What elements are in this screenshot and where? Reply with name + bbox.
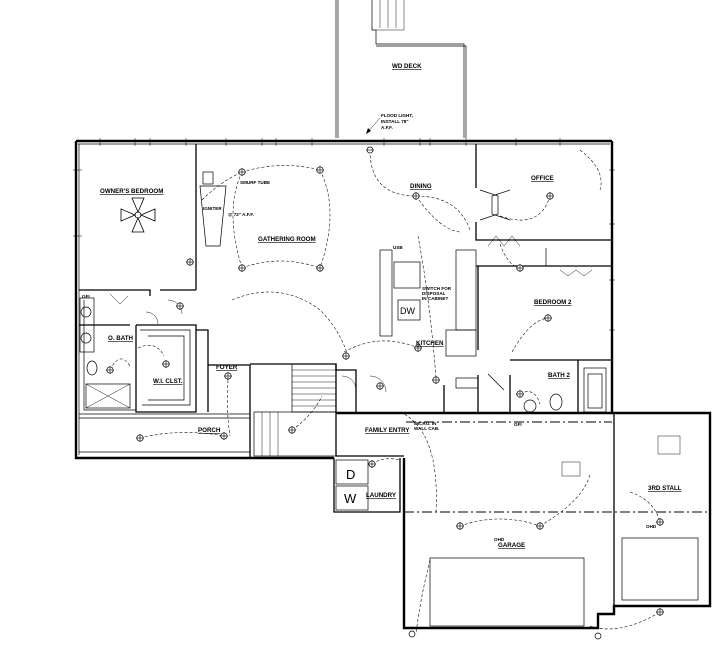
fixtures — [79, 171, 607, 511]
light-fixture — [106, 366, 114, 374]
doors — [109, 189, 593, 393]
interior-walls — [79, 144, 615, 606]
label-owners-bedroom: OWNER'S BEDROOM — [100, 188, 163, 195]
label-wi-clst: W.I. CLST. — [153, 378, 183, 385]
light-fixture — [432, 376, 440, 384]
note-flood-light-1: FLOOD LIGHT, — [381, 113, 413, 118]
note-flood-light-2: INSTALL 78" — [381, 119, 409, 124]
light-fixture — [224, 372, 232, 380]
light-fixture — [414, 344, 422, 352]
light-fixture — [376, 382, 384, 390]
light-fixtures — [106, 146, 664, 640]
porch-rail — [79, 413, 250, 453]
stairs — [253, 363, 337, 457]
label-washer: W — [344, 491, 357, 506]
label-bedroom-2: BEDROOM 2 — [534, 299, 572, 306]
note-gfi-obath: GFI — [82, 294, 90, 299]
note-micro-2: WALL CAB. — [414, 426, 439, 431]
light-fixture — [186, 258, 194, 266]
label-gathering-room: GATHERING ROOM — [258, 236, 316, 243]
light-fixture — [656, 518, 664, 526]
label-wd-deck: WD DECK — [392, 63, 422, 70]
light-fixture — [136, 434, 144, 442]
light-fixture — [176, 302, 184, 310]
note-ohd-3rd-stall: OHD — [646, 524, 657, 529]
light-fixture — [544, 314, 552, 322]
light-fixture — [316, 166, 324, 174]
note-gfi-bath2: GFI — [514, 422, 522, 427]
exterior-light — [408, 630, 416, 638]
note-aff-72: @ 72" A.F.F. — [228, 212, 254, 217]
light-fixture — [412, 192, 420, 200]
label-dining: DINING — [410, 183, 432, 190]
label-o-bath: O. BATH — [108, 335, 134, 342]
light-fixture — [366, 146, 374, 154]
label-office: OFFICE — [531, 175, 554, 182]
windows — [73, 138, 615, 331]
label-laundry: LAUNDRY — [366, 492, 397, 499]
light-fixture — [238, 168, 246, 176]
exterior-walls — [74, 139, 712, 630]
exterior-light — [594, 632, 602, 640]
label-kitchen: KITCHEN — [416, 340, 444, 347]
note-smurf-tube: SMURF TUBE — [240, 180, 270, 185]
ceiling-fan-icon — [120, 197, 156, 233]
label-porch: PORCH — [198, 427, 221, 434]
light-fixture — [342, 352, 350, 360]
light-fixture — [536, 522, 544, 530]
light-fixture — [316, 264, 324, 272]
label-dryer: D — [346, 467, 355, 482]
light-fixture — [288, 426, 296, 434]
note-switch-disposal-2: DISPOSAL — [422, 291, 446, 296]
notes: FLOOD LIGHT, INSTALL 78" A.F.F. SMURF TU… — [82, 113, 657, 542]
note-switch-disposal-3: IN CABINET — [422, 296, 448, 301]
label-dishwasher: DW — [400, 306, 415, 316]
light-fixture — [516, 390, 524, 398]
wiring — [109, 149, 661, 635]
garage-doors — [429, 435, 699, 627]
light-fixture — [456, 522, 464, 530]
note-flood-light-3: A.F.F. — [381, 125, 393, 130]
light-fixture — [238, 264, 246, 272]
note-usb: USB — [393, 245, 403, 250]
beams — [79, 421, 708, 513]
label-3rd-stall: 3RD STALL — [648, 485, 682, 492]
room-labels: WD DECK OWNER'S BEDROOM GATHERING ROOM D… — [100, 63, 682, 549]
note-micro-1: MICRO. IN — [414, 421, 437, 426]
light-fixture — [656, 608, 664, 616]
light-fixture — [220, 432, 228, 440]
leader-lines — [365, 117, 381, 135]
note-switch-disposal-1: SWITCH FOR — [422, 286, 452, 291]
label-bath-2: BATH 2 — [548, 372, 570, 379]
light-fixture — [162, 360, 170, 368]
note-igniter: IGNITER — [203, 206, 222, 211]
deck — [335, 0, 467, 138]
note-ohd-garage: OHD — [494, 537, 505, 542]
label-family-entry: FAMILY ENTRY — [365, 427, 410, 434]
light-fixture — [546, 192, 554, 200]
label-garage: GARAGE — [498, 542, 525, 549]
light-fixture — [516, 264, 524, 272]
light-fixture — [368, 460, 376, 468]
label-foyer: FOYER — [216, 364, 238, 371]
